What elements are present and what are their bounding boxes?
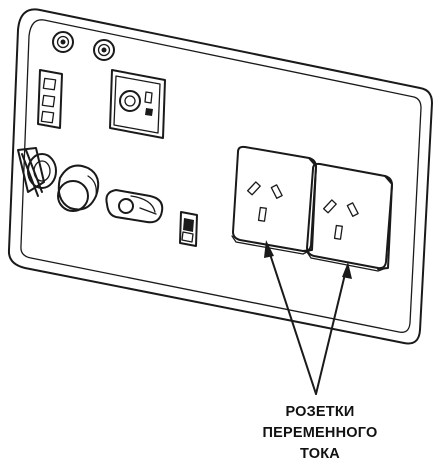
control-panel: [9, 9, 432, 343]
caption-line: ПЕРЕМЕННОГО: [255, 423, 385, 444]
pilot-lamp-left: [53, 32, 73, 52]
dc-outlet: [110, 70, 165, 138]
ac-outlets-caption: РОЗЕТКИ ПЕРЕМЕННОГО ТОКА: [255, 402, 385, 465]
ac-outlet-left: [232, 147, 316, 254]
rocker-switch: [180, 212, 197, 246]
pilot-lamp-right: [94, 40, 114, 60]
caption-line: РОЗЕТКИ: [255, 402, 385, 423]
engine-switch: [106, 190, 162, 222]
caption-line: ТОКА: [255, 444, 385, 465]
ac-outlet-right: [307, 164, 392, 271]
circuit-breakers: [38, 70, 62, 128]
engine-knob: [58, 166, 98, 211]
leader-arrow-right: [316, 262, 352, 394]
